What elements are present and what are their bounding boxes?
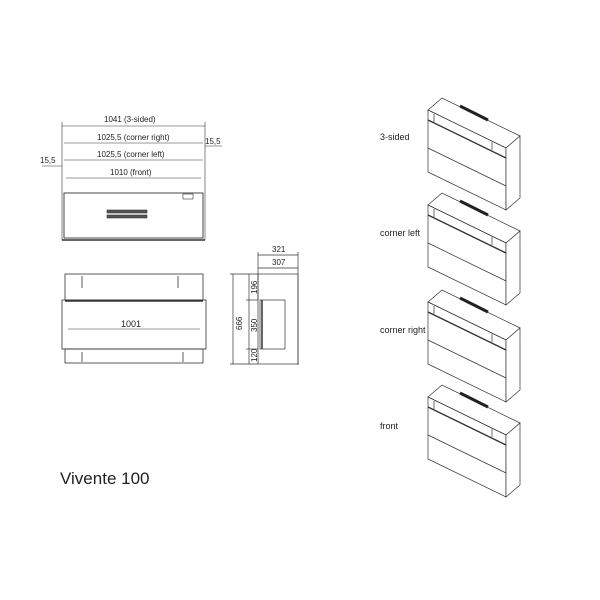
dim-front: 1010 (front) — [110, 168, 152, 177]
dim-height-bottom: 120 — [250, 348, 259, 362]
dim-corner-right: 1025,5 (corner right) — [97, 133, 170, 142]
front-view — [61, 273, 207, 364]
top-view-outline — [63, 192, 204, 239]
dim-height-total: 666 — [235, 316, 244, 330]
dim-offset-left: 15,5 — [40, 156, 56, 165]
top-view — [42, 122, 222, 241]
variant-label-corner-left: corner left — [380, 228, 421, 238]
variant-label-front: front — [380, 421, 399, 431]
dim-height-top: 196 — [250, 280, 259, 294]
dim-front-width: 1001 — [121, 319, 141, 329]
dim-corner-left: 1025,5 (corner left) — [97, 150, 165, 159]
product-title: Vivente 100 — [60, 469, 150, 488]
dim-height-opening: 350 — [250, 318, 259, 332]
dim-3-sided: 1041 (3-sided) — [104, 115, 156, 124]
dim-offset-right: 15,5 — [205, 137, 221, 146]
side-view — [230, 252, 299, 365]
dim-depth-outer: 321 — [272, 245, 286, 254]
variant-label-3-sided: 3-sided — [380, 132, 410, 142]
variant-label-corner-right: corner right — [380, 325, 426, 335]
dim-depth-inner: 307 — [272, 258, 286, 267]
